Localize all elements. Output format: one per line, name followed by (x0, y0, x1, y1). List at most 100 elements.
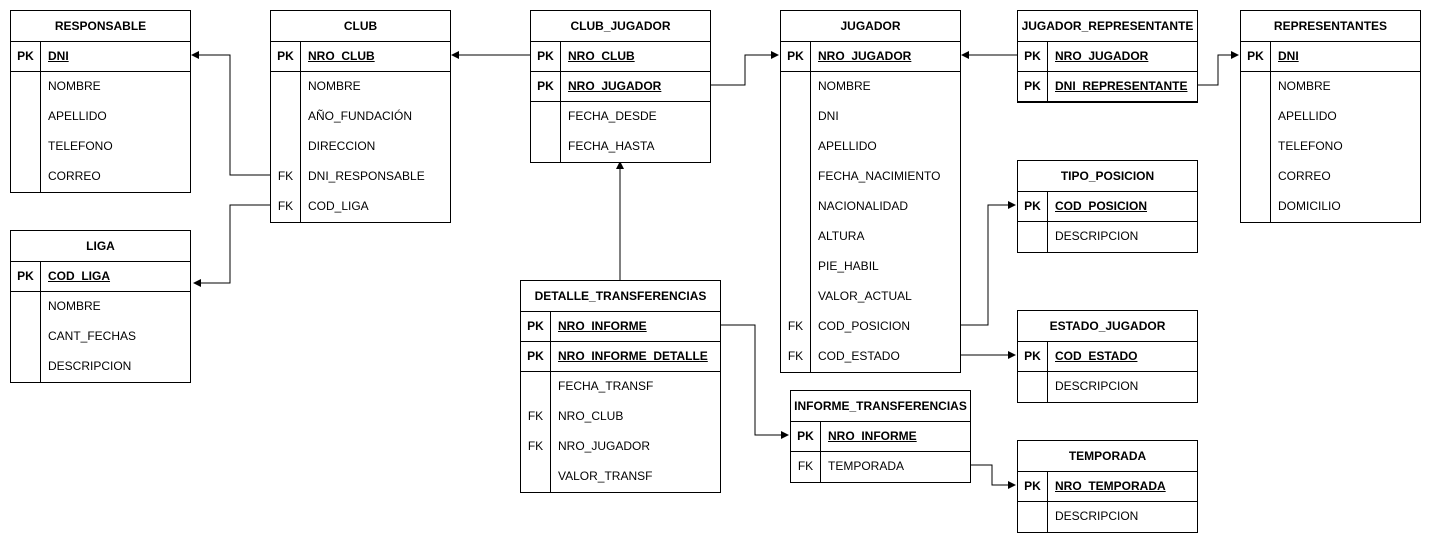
field-name: AÑO_FUNDACIÓN (308, 109, 413, 123)
field-name: DESCRIPCION (48, 359, 132, 373)
field-row: FECHA_DESDE (531, 102, 710, 132)
field-name: NACIONALIDAD (818, 199, 909, 213)
field-name: NOMBRE (308, 79, 361, 93)
pk-field-row: PK COD_ESTADO (1018, 342, 1197, 372)
key-marker: FK (791, 452, 821, 482)
field-name: TELEFONO (48, 139, 113, 153)
key-marker: PK (521, 312, 551, 341)
key-marker (271, 102, 301, 132)
entity-title: CLUB_JUGADOR (531, 11, 710, 42)
field-row: NOMBRE (781, 72, 960, 102)
key-marker (781, 282, 811, 312)
field-name: NRO_CLUB (568, 49, 635, 63)
key-marker: FK (271, 192, 301, 222)
key-marker: PK (531, 72, 561, 101)
field-row: NOMBRE (11, 72, 190, 102)
field-name: COD_ESTADO (1055, 349, 1138, 363)
field-row: AÑO_FUNDACIÓN (271, 102, 450, 132)
field-row: APELLIDO (781, 132, 960, 162)
entity-title: REPRESENTANTES (1241, 11, 1420, 42)
field-name: DNI_RESPONSABLE (308, 169, 425, 183)
field-name: NRO_CLUB (558, 409, 624, 423)
field-row: DESCRIPCION (1018, 222, 1197, 252)
key-marker (11, 322, 41, 352)
key-marker: PK (1018, 42, 1048, 71)
key-marker (1241, 102, 1271, 132)
field-name: NOMBRE (48, 299, 101, 313)
key-marker: PK (1018, 342, 1048, 371)
pk-field-row: PK DNI_REPRESENTANTE (1018, 72, 1197, 102)
field-name: COD_LIGA (308, 199, 369, 213)
field-row: DNI (781, 102, 960, 132)
field-name: FECHA_TRANSF (558, 379, 654, 393)
field-name: COD_POSICION (1055, 199, 1148, 213)
field-name: NRO_CLUB (308, 49, 375, 63)
field-name: FECHA_NACIMIENTO (818, 169, 941, 183)
field-row: NOMBRE (11, 292, 190, 322)
field-name: DNI_REPRESENTANTE (1055, 79, 1188, 93)
field-row: VALOR_TRANSF (521, 462, 720, 492)
field-row: FECHA_NACIMIENTO (781, 162, 960, 192)
field-row: DESCRIPCION (1018, 372, 1197, 402)
key-marker (781, 132, 811, 162)
key-marker (521, 372, 551, 402)
key-marker (11, 102, 41, 132)
key-marker: PK (781, 42, 811, 71)
key-marker: FK (521, 432, 551, 462)
key-marker (1018, 372, 1048, 402)
field-name: DIRECCION (308, 139, 376, 153)
key-marker: PK (11, 42, 41, 71)
field-name: TEMPORADA (828, 459, 905, 473)
field-name: VALOR_ACTUAL (818, 289, 912, 303)
field-row: VALOR_ACTUAL (781, 282, 960, 312)
key-marker: PK (11, 262, 41, 291)
field-name: NOMBRE (818, 79, 871, 93)
field-name: CORREO (48, 169, 101, 183)
connector-club-responsable (191, 51, 270, 176)
key-marker: PK (1018, 192, 1048, 221)
key-marker (11, 162, 41, 192)
field-row: TELEFONO (11, 132, 190, 162)
pk-field-row: PK COD_POSICION (1018, 192, 1197, 222)
key-marker (271, 72, 301, 102)
field-name: ALTURA (818, 229, 865, 243)
key-marker (11, 352, 41, 382)
field-name: DESCRIPCION (1055, 509, 1139, 523)
field-name: PIE_HABIL (818, 259, 879, 273)
key-marker: FK (781, 342, 811, 372)
key-marker: PK (1018, 72, 1048, 101)
field-row: DOMICILIO (1241, 192, 1420, 222)
entity-title: RESPONSABLE (11, 11, 190, 42)
entity-title: JUGADOR (781, 11, 960, 42)
entity-title: INFORME_TRANSFERENCIAS (791, 391, 970, 422)
field-name: DESCRIPCION (1055, 379, 1139, 393)
connector-informe-temporada (970, 464, 1016, 489)
field-row: CORREO (1241, 162, 1420, 192)
connector-club-liga (193, 204, 270, 287)
field-row: PIE_HABIL (781, 252, 960, 282)
connector-jugrep-representantes (1197, 51, 1239, 86)
field-name: DNI (1278, 49, 1299, 63)
field-row: CANT_FECHAS (11, 322, 190, 352)
field-row: CORREO (11, 162, 190, 192)
key-marker (1241, 72, 1271, 102)
